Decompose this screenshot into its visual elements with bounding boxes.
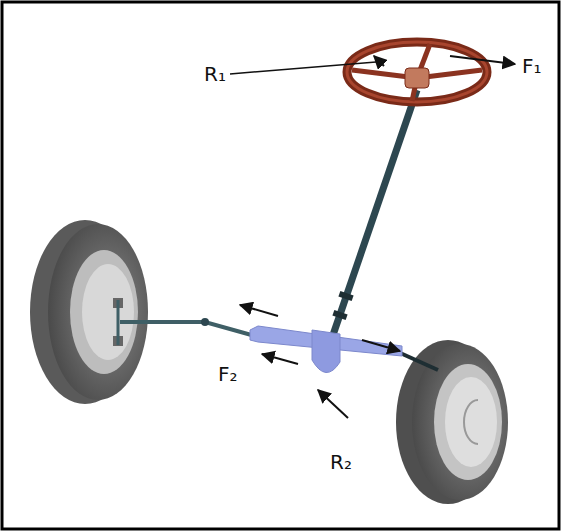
steering-column xyxy=(333,90,417,335)
force-arrow xyxy=(240,305,278,316)
leader-line xyxy=(230,62,376,74)
force-label: F₁ xyxy=(522,56,542,76)
right-wheel xyxy=(396,340,508,504)
left-wheel xyxy=(30,220,148,404)
force-arrow xyxy=(374,56,384,66)
force-label: F₂ xyxy=(218,364,238,384)
force-arrow xyxy=(262,354,298,364)
force-arrow xyxy=(450,56,515,64)
steering-wheel xyxy=(347,42,487,102)
force-label: R₂ xyxy=(330,452,352,472)
force-label: R₁ xyxy=(204,64,226,84)
tie-rod xyxy=(398,352,438,370)
force-arrow xyxy=(318,390,348,418)
force-arrow xyxy=(362,340,400,351)
tie-rod xyxy=(120,322,255,336)
steering-rack xyxy=(250,326,402,373)
